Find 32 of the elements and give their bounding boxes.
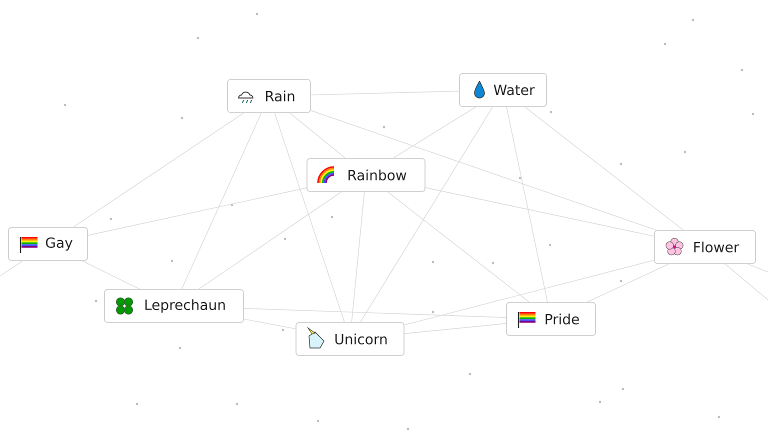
connection-line xyxy=(387,192,530,302)
connection-line xyxy=(360,106,493,322)
connection-line xyxy=(506,106,548,302)
connection-line xyxy=(181,112,262,290)
element-card: Gay xyxy=(8,227,88,261)
element-card: Leprechaun xyxy=(104,289,244,323)
connection-line xyxy=(404,323,506,334)
connection-line xyxy=(82,260,140,290)
connection-line xyxy=(586,264,670,302)
element-card: Unicorn xyxy=(296,322,404,356)
element-card: Flower xyxy=(654,230,756,264)
connection-line xyxy=(392,106,476,158)
connection-line xyxy=(88,188,307,236)
connection-line xyxy=(244,318,296,330)
connection-line xyxy=(198,192,342,290)
element-card: Pride xyxy=(506,302,596,336)
connection-line xyxy=(289,112,346,158)
connection-line xyxy=(404,260,654,326)
element-card: Rainbow xyxy=(306,158,426,192)
connection-line xyxy=(425,187,654,237)
connection-line xyxy=(244,308,506,318)
element-card: Rain xyxy=(227,79,311,113)
connection-line xyxy=(524,106,684,230)
connection-line xyxy=(747,264,768,272)
connection-line xyxy=(724,264,768,300)
element-card: Water xyxy=(459,73,547,107)
connection-line xyxy=(310,110,657,230)
connection-line xyxy=(0,260,23,276)
connection-line xyxy=(72,112,244,228)
connection-line xyxy=(310,90,460,96)
connection-line xyxy=(274,112,345,322)
connection-line xyxy=(351,192,365,322)
